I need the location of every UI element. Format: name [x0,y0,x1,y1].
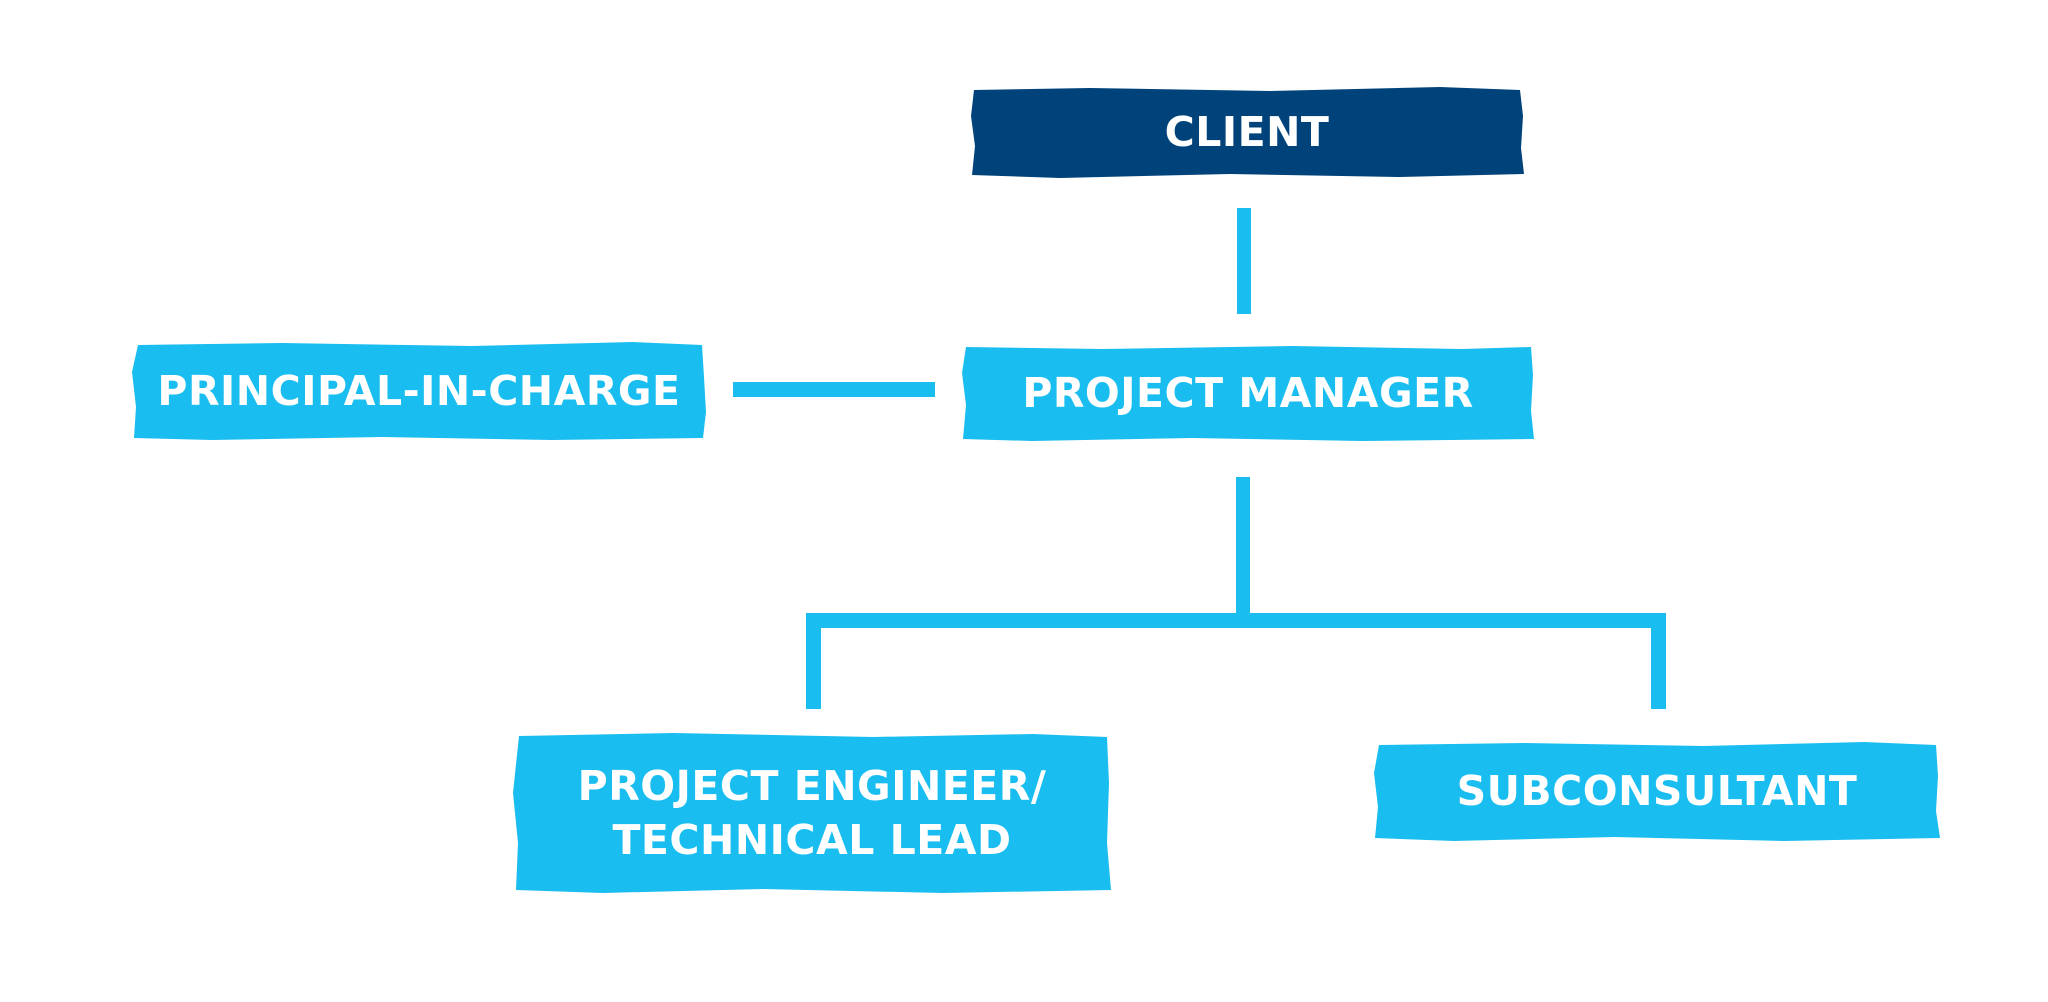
project-manager-label: PROJECT MANAGER [1022,369,1474,417]
connector-client-pm [1237,208,1251,314]
project-engineer-box: PROJECT ENGINEER/ TECHNICAL LEAD [513,733,1111,893]
client-box-brush [971,87,1524,178]
principal-in-charge-box: PRINCIPAL-IN-CHARGE [132,342,706,440]
client-box: CLIENT [970,86,1524,178]
project-engineer-label: PROJECT ENGINEER/ TECHNICAL LEAD [578,759,1047,867]
project-engineer-line2: TECHNICAL LEAD [612,816,1012,864]
project-engineer-box-brush [513,733,1111,893]
principal-box-brush [132,342,706,440]
subconsultant-label: SUBCONSULTANT [1456,767,1858,815]
client-label: CLIENT [1164,108,1330,156]
connector-pm-down [1236,477,1250,617]
connector-drop-left [806,613,821,709]
project-manager-box: PROJECT MANAGER [962,345,1534,441]
subconsultant-box: SUBCONSULTANT [1374,741,1940,841]
project-engineer-line1: PROJECT ENGINEER/ [577,762,1047,810]
connector-drop-right [1651,613,1666,709]
connector-principal-pm [733,382,935,397]
project-manager-box-brush [962,346,1534,441]
principal-label: PRINCIPAL-IN-CHARGE [157,367,681,415]
subconsultant-box-brush [1374,742,1940,841]
connector-branch-horizontal [806,613,1666,628]
